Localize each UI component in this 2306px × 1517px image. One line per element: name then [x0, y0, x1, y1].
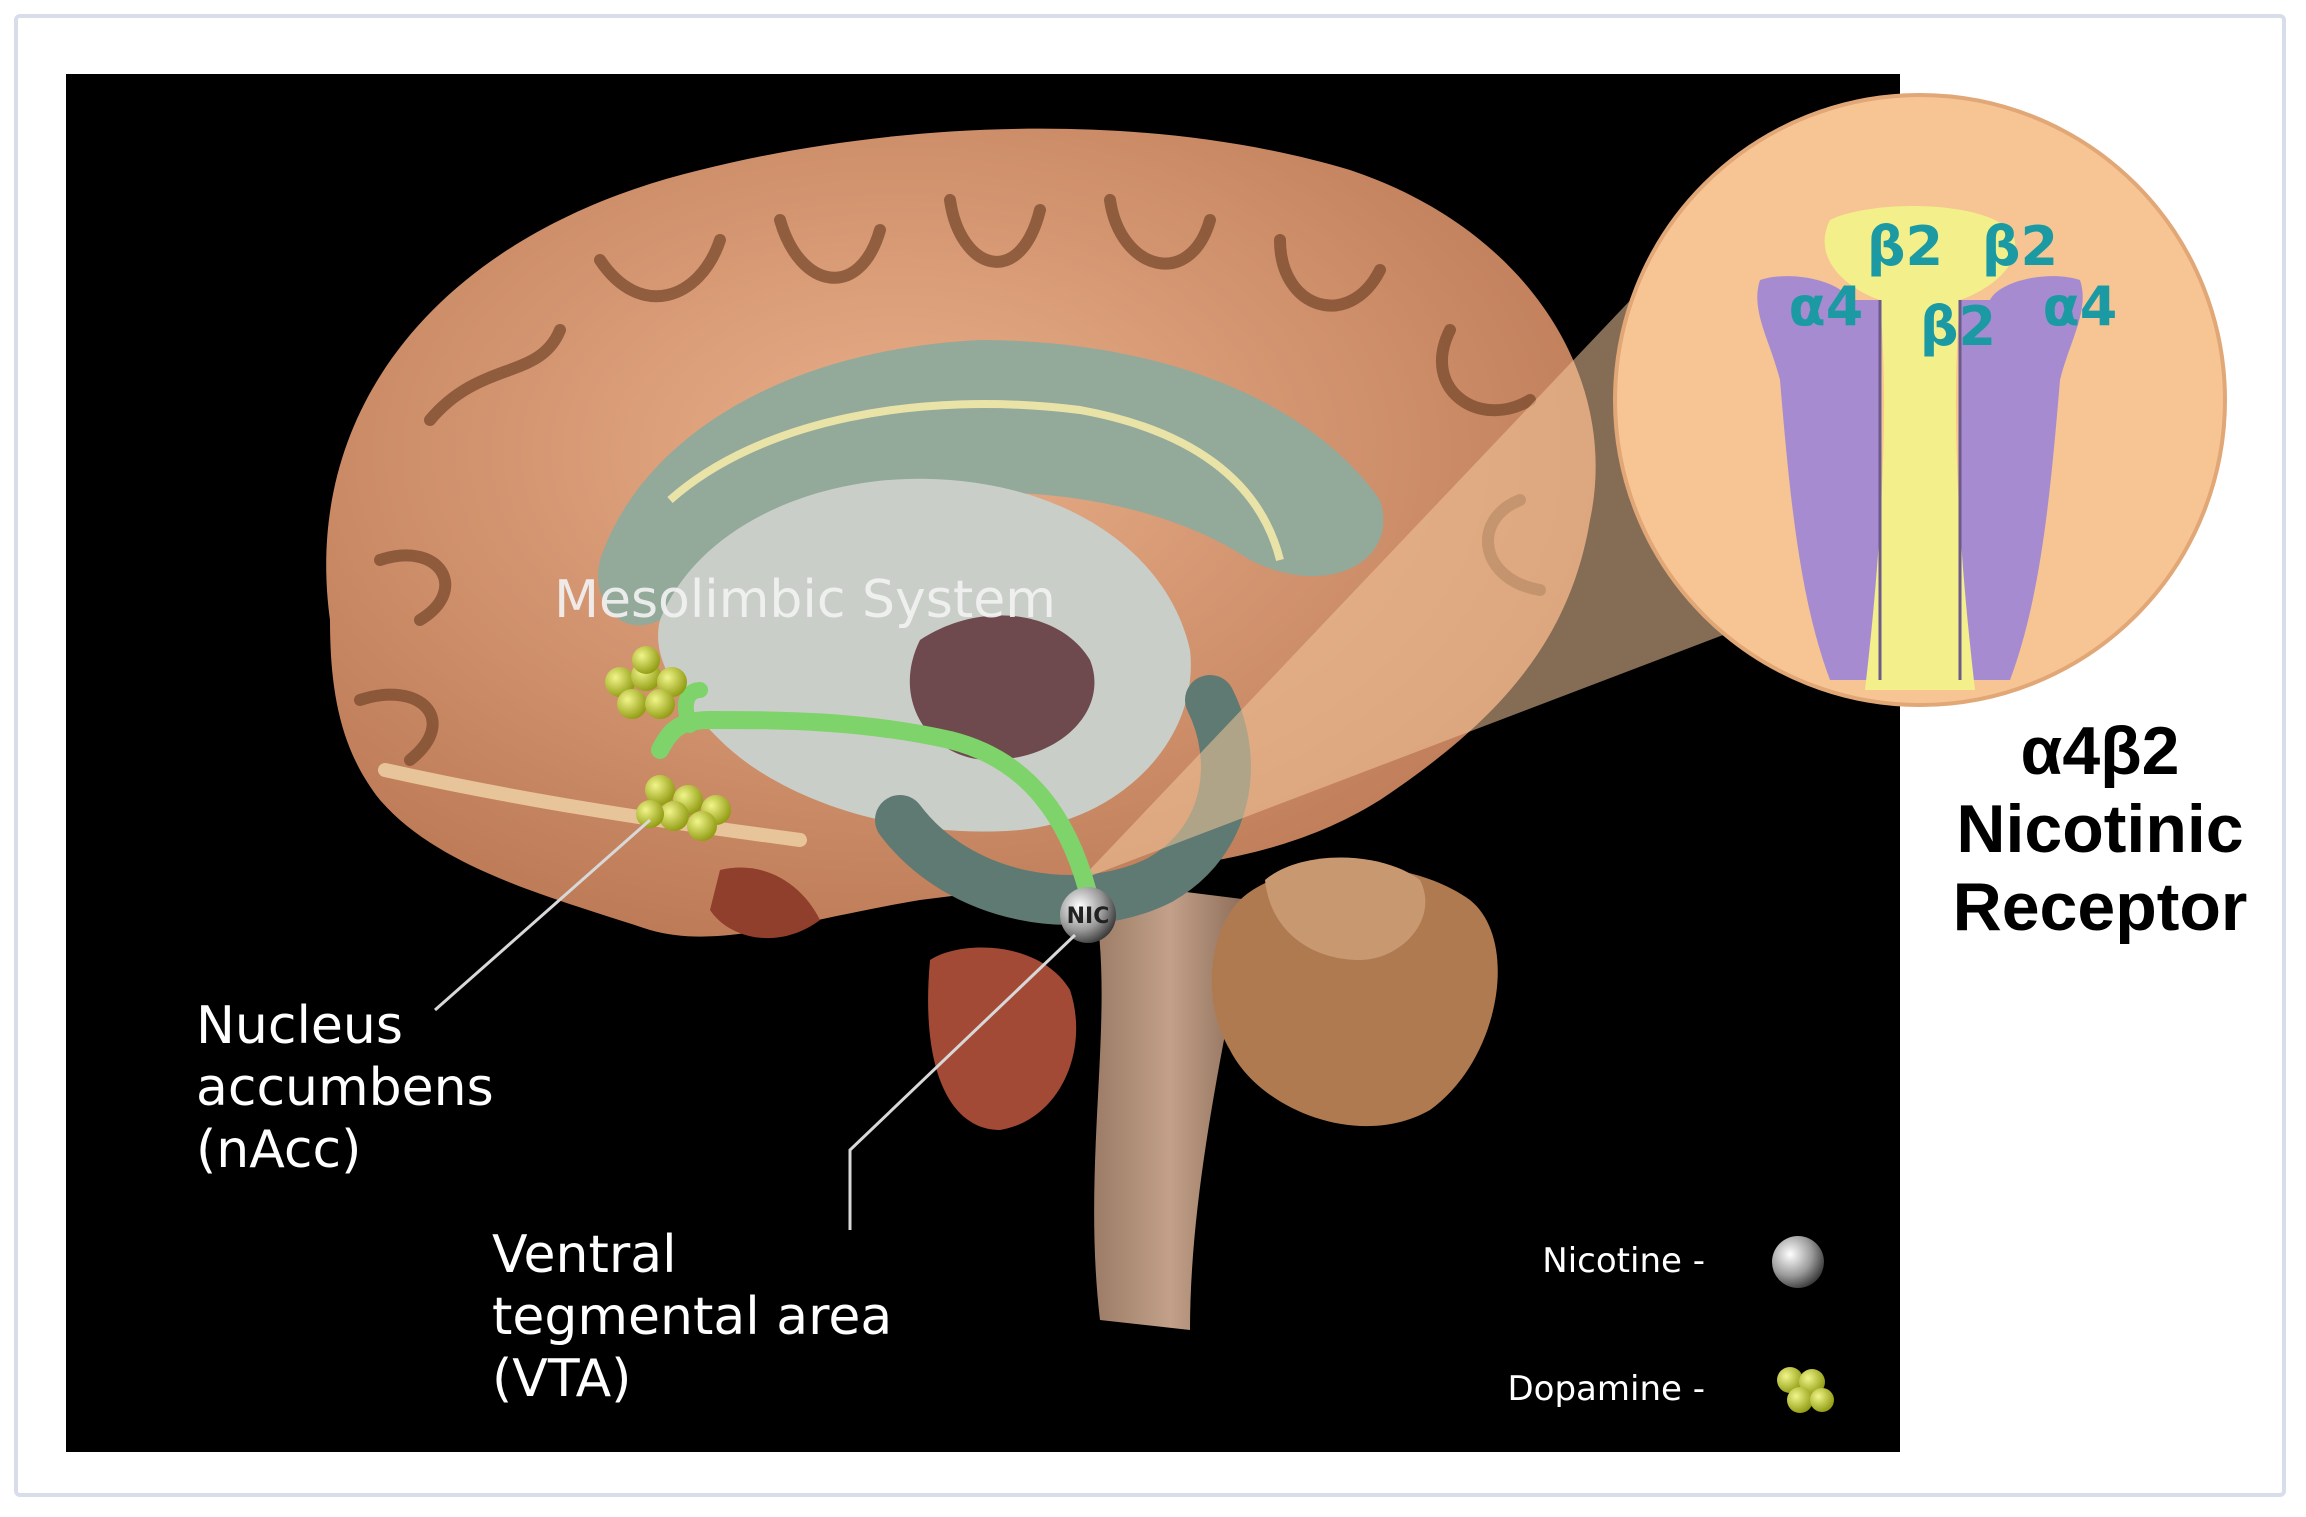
alpha-subunit-left [1757, 276, 1880, 680]
midbrain-red [928, 947, 1077, 1130]
cerebellum-lobe [1265, 857, 1426, 960]
corpus-callosum [598, 340, 1384, 626]
nacc-label-line-2: accumbens [196, 1058, 494, 1118]
brain-stem [1090, 880, 1250, 1330]
fornix-arch [667, 400, 1284, 561]
mesolimbic-label: Mesolimbic System [554, 570, 1056, 630]
vta-label-line-2: tegmental area [492, 1287, 892, 1347]
nacc-leader-line [434, 818, 651, 1012]
nacc-label-line-1: Nucleus [196, 996, 403, 1056]
receptor-title-line-1: α4β2 [2020, 713, 2180, 789]
receptor-title-line-2: Nicotinic [1956, 791, 2244, 867]
vta-leader-line [848, 933, 1077, 1230]
legend-nicotine-label: Nicotine - [1542, 1241, 1705, 1281]
hypothalamus [909, 615, 1095, 760]
vta-label-line-1: Ventral [492, 1225, 677, 1285]
subunit-label-alpha-1: α4 [1789, 275, 1864, 338]
alpha-subunit-right [1960, 276, 2083, 680]
nicotine-ball-label: NIC [1067, 904, 1110, 929]
vta-label-line-3: (VTA) [492, 1349, 631, 1409]
pathway-branch [677, 682, 708, 733]
subunit-label-beta-3: β2 [1920, 295, 1996, 358]
subunit-label-beta-1: β2 [1867, 215, 1943, 278]
nicotine-ball: NIC [1060, 887, 1116, 943]
beta-subunit-center [1824, 206, 2016, 691]
dopamine-cluster-lower [636, 775, 731, 841]
legend-dopamine-swatch [1777, 1367, 1834, 1413]
olfactory-tract [378, 763, 807, 847]
dopamine-cluster-upper [605, 646, 687, 719]
cerebellum [1211, 866, 1498, 1127]
orbital-region [710, 867, 820, 939]
legend-dopamine-label: Dopamine - [1507, 1369, 1705, 1409]
subunit-label-alpha-2: α4 [2043, 275, 2118, 338]
receptor-title-line-3: Receptor [1952, 869, 2248, 945]
legend-nicotine-swatch [1772, 1236, 1824, 1288]
nacc-label-line-3: (nAcc) [196, 1120, 361, 1180]
subunit-label-beta-2: β2 [1982, 215, 2058, 278]
receptor-title: α4β2 Nicotinic Receptor [1900, 712, 2300, 946]
